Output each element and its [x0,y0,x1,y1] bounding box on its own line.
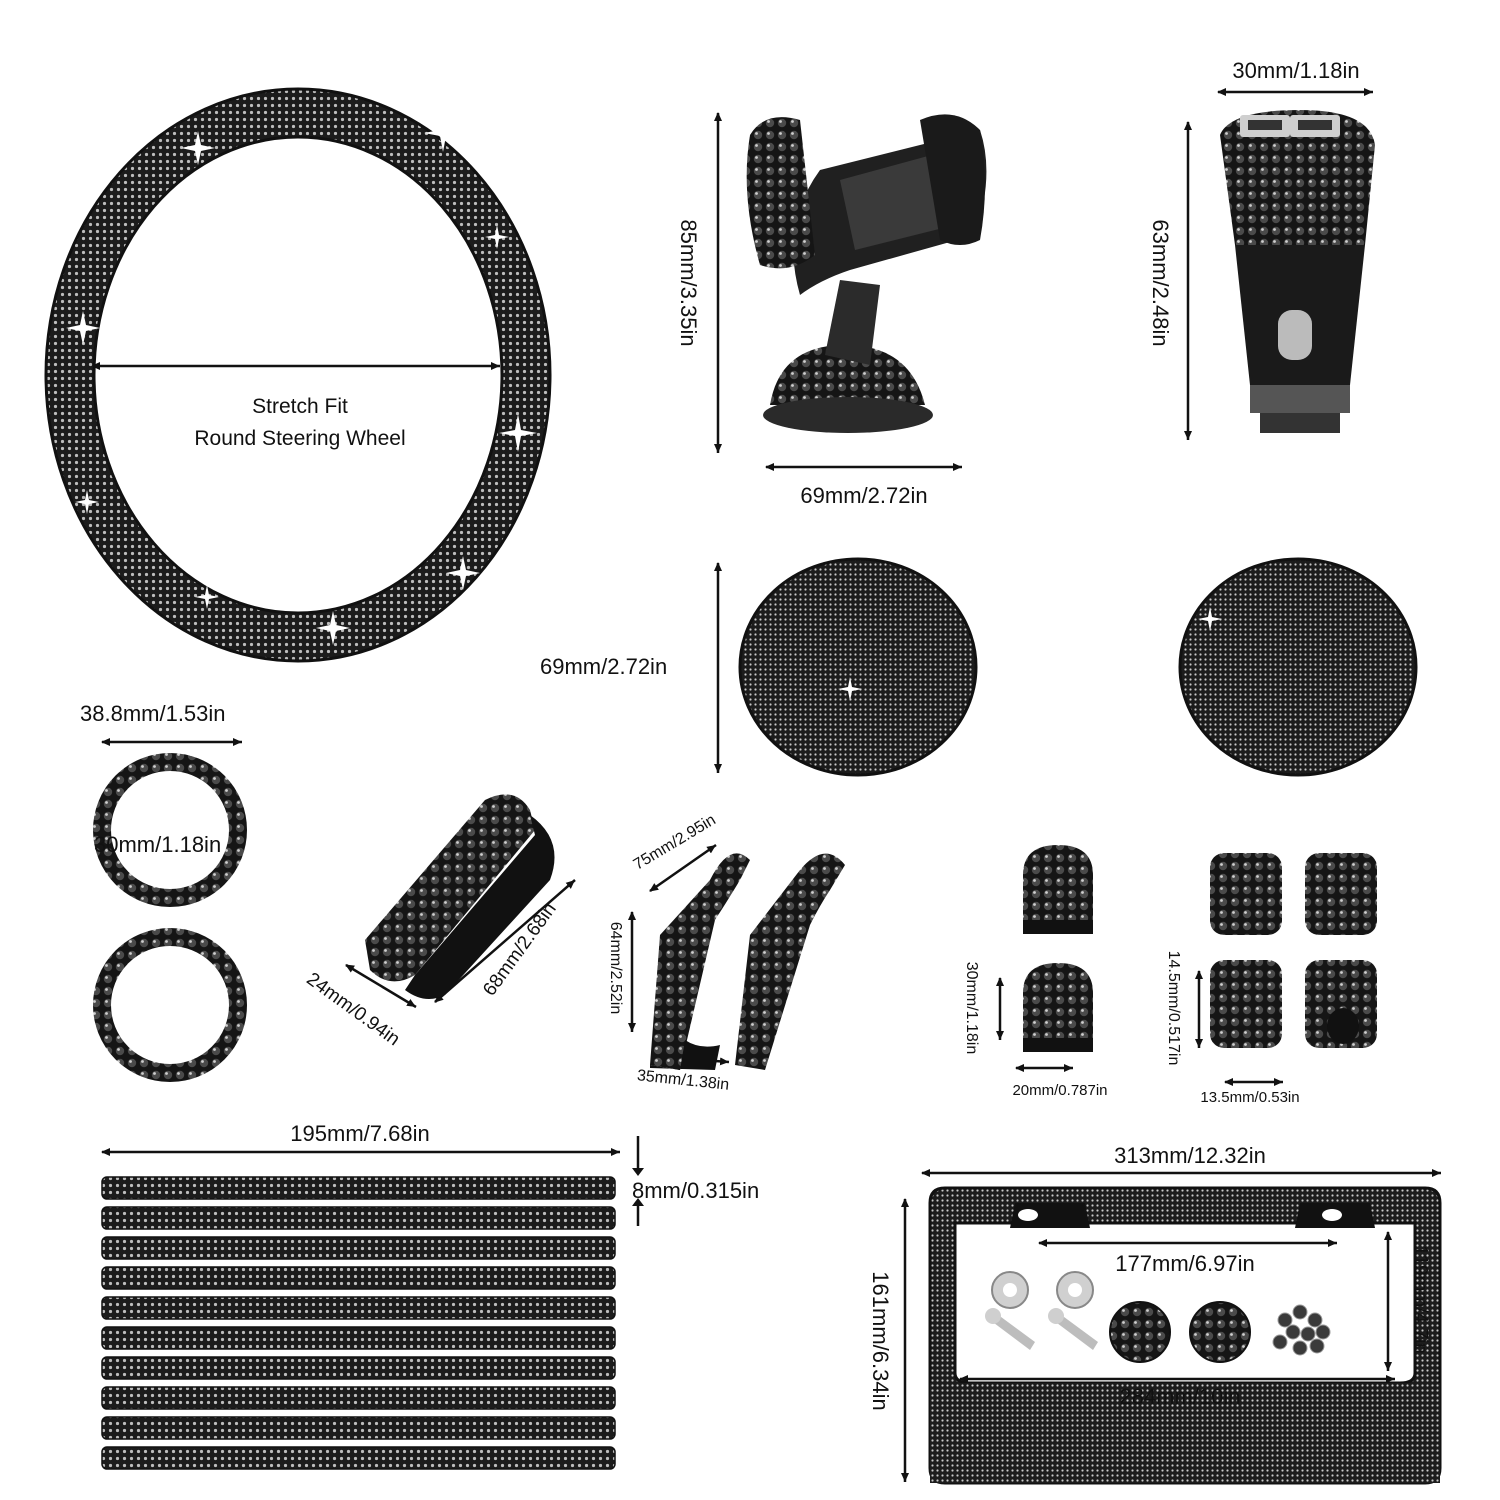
steering-wheel-label-line2: Round Steering Wheel [194,427,406,450]
button-ring-top-image [93,753,247,907]
license-frame-bottom-width-label: 284mm/10in [1119,1384,1241,1409]
steering-wheel-cover-image [44,87,552,663]
steering-wheel-label-line1: Stretch Fit [252,395,348,418]
gear-knob-width-label: 20mm/0.787in [1012,1082,1108,1099]
coaster-right-image [1178,557,1418,777]
trim-strips-length-label: 195mm/7.68in [290,1121,430,1146]
button-ring-bottom-image [93,928,247,1082]
trim-strips-thickness-label: 8mm/0.315in [632,1178,760,1203]
coaster-diameter-label: 69mm/2.72in [540,654,668,679]
license-frame-hardware-image [985,1271,1331,1363]
phone-holder-height-label: 85mm/3.35in [676,219,701,347]
license-frame-image [928,1186,1442,1485]
headrest-hooks-image [650,853,845,1070]
headrest-hooks-height-label: 64mm/2.52in [607,921,624,1015]
valve-cap-width-label: 13.5mm/0.53in [1200,1089,1300,1106]
trim-strips-image [101,1176,616,1470]
car-charger-image [1220,110,1375,433]
gear-knob-height-label: 30mm/1.18in [963,961,980,1055]
button-ring-outer-label: 38.8mm/1.53in [80,701,226,726]
visor-clip-image [365,794,555,999]
gear-knob-cover-bottom-image [1023,963,1093,1052]
car-charger-width-label: 30mm/1.18in [1232,58,1360,83]
license-frame-outer-width-label: 313mm/12.32in [1114,1143,1266,1168]
license-frame-outer-height-label: 161mm/6.34in [868,1271,893,1411]
coaster-left-image [738,557,978,777]
car-charger-height-label: 63mm/2.48in [1148,219,1173,347]
gear-knob-cover-top-image [1023,845,1093,934]
valve-caps-image [1210,853,1377,1048]
phone-holder-image [746,114,987,433]
valve-cap-height-label: 14.5mm/0.517in [1165,950,1182,1066]
button-ring-inner-label: 30mm/1.18in [94,832,222,857]
phone-holder-width-label: 69mm/2.72in [800,483,928,508]
license-frame-inner-height-label: 119mm/4.7in [1409,1245,1431,1354]
license-frame-inner-width-label: 177mm/6.97in [1115,1251,1255,1276]
